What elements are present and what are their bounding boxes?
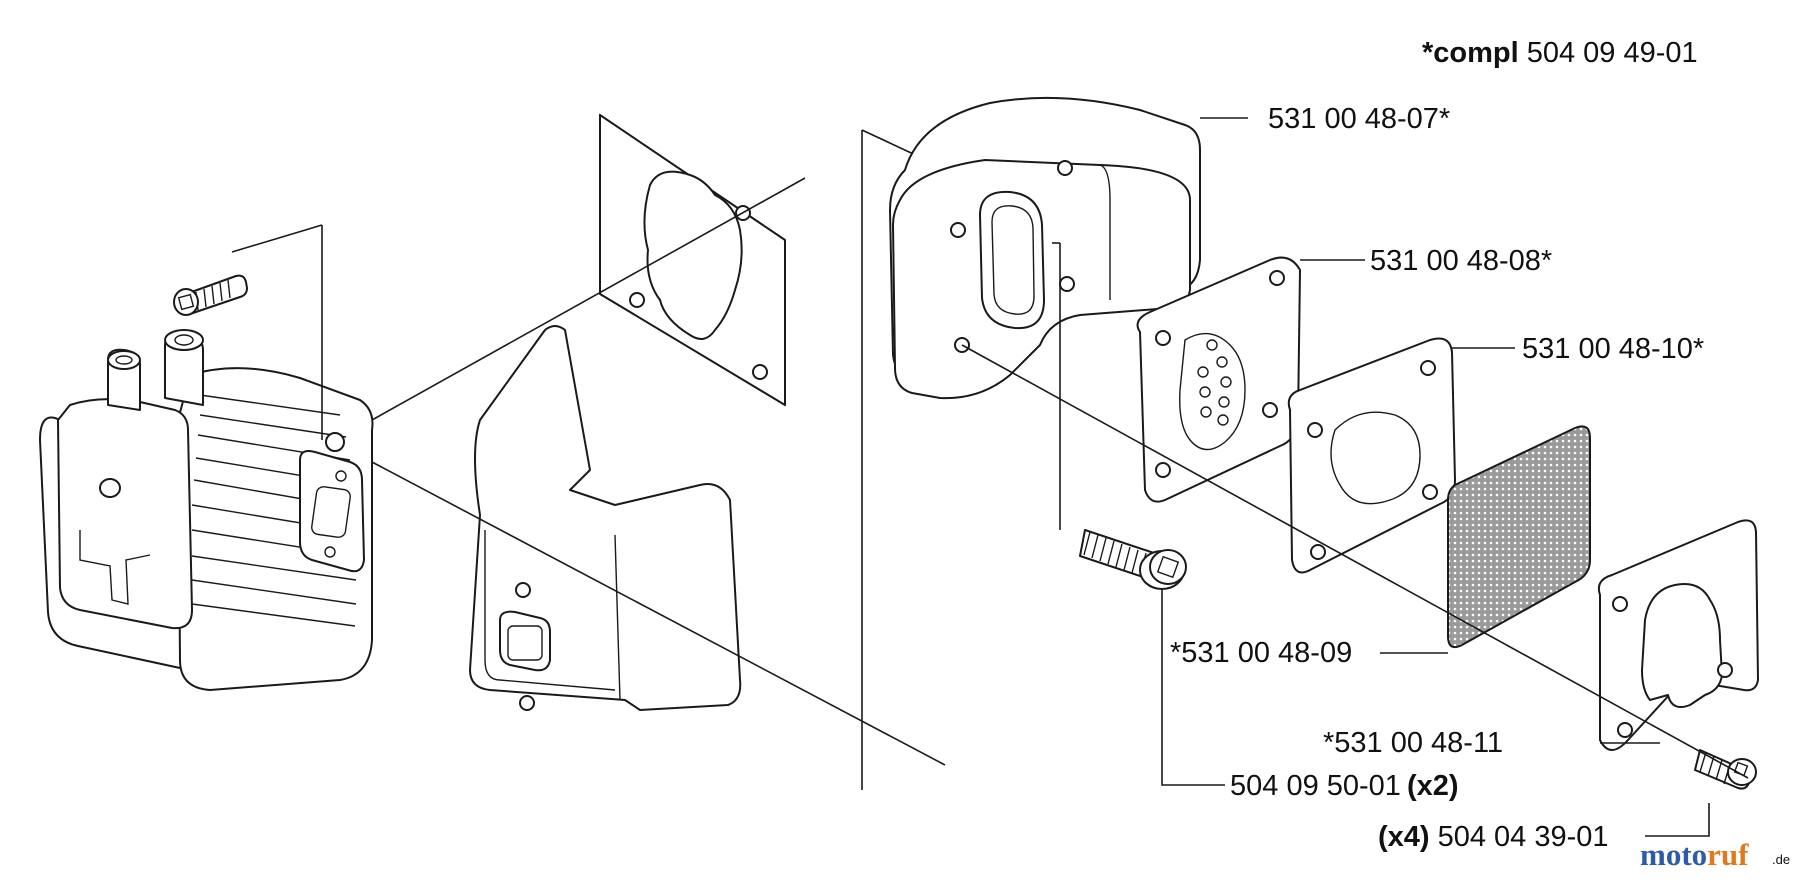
watermark-logo: motoruf .de — [1640, 837, 1790, 872]
cylinder-bolt — [173, 274, 248, 316]
cylinder-part — [39, 329, 374, 691]
exhaust-deflector — [1597, 519, 1759, 751]
heat-shield-frame — [469, 325, 742, 711]
assembly-axes — [231, 177, 1749, 779]
spark-arrestor-screen — [1447, 425, 1591, 649]
part-muffler-gasket: 531 00 48-10* — [1522, 333, 1704, 365]
callout-leaders — [1161, 117, 1710, 837]
muffler-body — [889, 96, 1201, 400]
part-muffler-bolt: 504 09 50-01(x2) — [1230, 770, 1459, 802]
part-spark-screen-plate: 531 00 48-08* — [1370, 245, 1552, 277]
part-muffler-cover: 531 00 48-07* — [1268, 103, 1450, 135]
svg-text:.de: .de — [1772, 852, 1790, 867]
svg-text:motoruf: motoruf — [1640, 837, 1749, 872]
spark-screen-plate — [1136, 256, 1301, 503]
muffler-bolt — [1079, 529, 1187, 590]
small-bolt — [1694, 749, 1757, 790]
part-screen: *531 00 48-09 — [1170, 637, 1352, 669]
part-small-bolt: (x4)504 04 39-01 — [1378, 821, 1609, 853]
muffler-gasket — [1287, 337, 1456, 574]
part-deflector: *531 00 48-11 — [1323, 727, 1503, 759]
cylinder-gasket-frame — [599, 113, 786, 407]
